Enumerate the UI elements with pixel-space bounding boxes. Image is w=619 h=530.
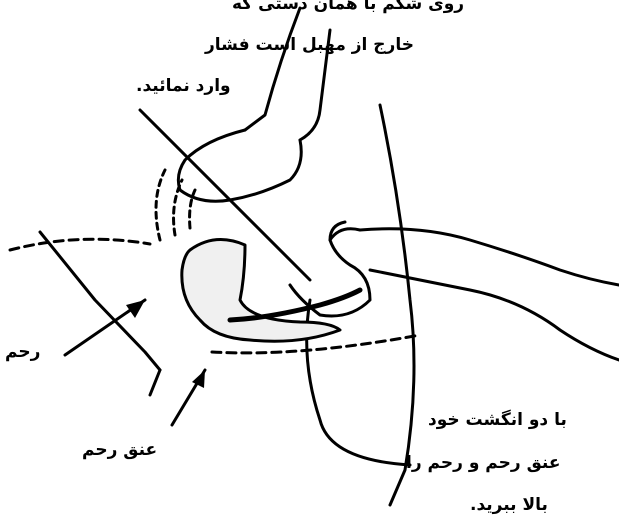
bottom-instruction-line-1: با دو انگشت خود [428, 412, 567, 429]
top-instruction-line-3: وارد نمائید. [136, 78, 231, 95]
body-contour-lower [150, 370, 160, 395]
cervix-label: عنق رحم [82, 442, 157, 459]
bottom-instruction-line-3: بالا ببرید. [470, 497, 548, 514]
uterus-label: رحم [5, 344, 40, 361]
bottom-instruction-line-2: عنق رحم و رحم را [406, 455, 560, 472]
body-contour-right [380, 105, 414, 505]
uterus-shape [182, 240, 340, 342]
upper-fingers [156, 170, 195, 240]
abdomen-outline [10, 239, 150, 250]
top-instruction-line-2: خارج از مهبل است فشار [205, 37, 414, 54]
upper-arm [245, 8, 300, 130]
cervix-arrow-head [192, 370, 205, 388]
uterus-arrow-head [126, 300, 145, 318]
top-instruction-line-1: روی شکم با همان دستی که [232, 0, 464, 13]
